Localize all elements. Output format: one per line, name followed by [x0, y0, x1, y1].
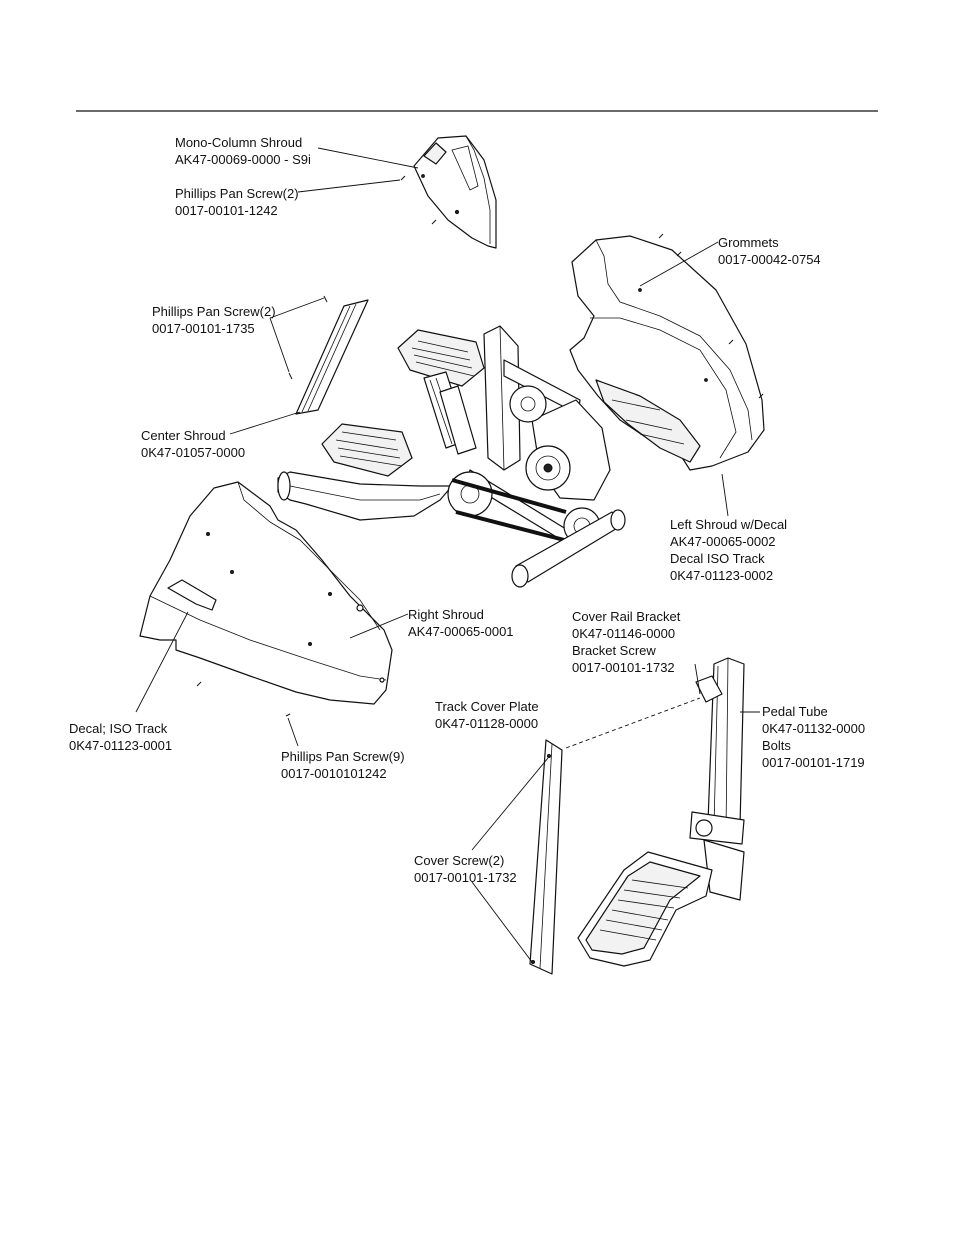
bracket-connector: [565, 697, 701, 749]
callout-part-number: 0K47-01123-0002: [670, 568, 774, 583]
callout-part-name: Decal; ISO Track: [69, 721, 168, 736]
callout-track-cover-plate: Track Cover Plate 0K47-01128-0000: [435, 698, 539, 732]
callout-phillips-pan-screw-top: Phillips Pan Screw(2) 0017-00101-1242: [175, 185, 299, 219]
callout-part-name: Phillips Pan Screw(2): [175, 186, 299, 201]
callout-part-number: 0K47-01123-0001: [69, 738, 173, 753]
callout-phillips-pan-screw-center: Phillips Pan Screw(2) 0017-00101-1735: [152, 303, 276, 337]
callout-part-name: Pedal Tube: [762, 704, 828, 719]
callout-part-number: 0017-0010101242: [281, 766, 387, 781]
callout-cover-screw: Cover Screw(2) 0017-00101-1732: [414, 852, 517, 886]
callout-part-number: 0017-00101-1732: [572, 660, 675, 675]
callout-part-name: Center Shroud: [141, 428, 226, 443]
callout-left-shroud: Left Shroud w/Decal AK47-00065-0002 Deca…: [670, 516, 787, 584]
main-frame-part: [277, 325, 626, 588]
callout-center-shroud: Center Shroud 0K47-01057-0000: [141, 427, 245, 461]
callout-part-number: 0017-00101-1242: [175, 203, 278, 218]
callout-part-name: Bracket Screw: [572, 643, 656, 658]
callout-part-number: AK47-00069-0000 - S9i: [175, 152, 311, 167]
track-cover-plate-part: [529, 739, 563, 975]
callout-part-number: AK47-00065-0001: [408, 624, 514, 639]
callout-part-name: Phillips Pan Screw(9): [281, 749, 405, 764]
pedal-tube-part: [689, 657, 745, 901]
callout-part-number: 0K47-01128-0000: [435, 716, 539, 731]
callout-mono-column-shroud: Mono-Column Shroud AK47-00069-0000 - S9i: [175, 134, 311, 168]
center-screws: [288, 295, 328, 380]
callout-part-number: 0K47-01057-0000: [141, 445, 246, 460]
mono-column-shroud-part: [413, 135, 497, 249]
bottom-screws: [196, 681, 291, 717]
callout-part-name: Cover Rail Bracket: [572, 609, 681, 624]
callout-part-name: Decal ISO Track: [670, 551, 765, 566]
callout-part-name: Phillips Pan Screw(2): [152, 304, 276, 319]
callout-cover-rail-bracket: Cover Rail Bracket 0K47-01146-0000 Brack…: [572, 608, 680, 676]
callout-part-name: Right Shroud: [408, 607, 484, 622]
center-shroud-part: [295, 299, 369, 415]
callout-part-number: 0017-00101-1732: [414, 870, 517, 885]
callout-part-name: Left Shroud w/Decal: [670, 517, 788, 532]
callout-part-number: 0K47-01146-0000: [572, 626, 676, 641]
callout-part-name: Cover Screw(2): [414, 853, 505, 868]
callout-part-number: 0K47-01132-0000: [762, 721, 866, 736]
callout-part-number: AK47-00065-0002: [670, 534, 776, 549]
pedal-part: [577, 851, 713, 967]
right-shroud-part: [139, 481, 393, 705]
callout-part-number: 0017-00042-0754: [718, 252, 821, 267]
left-shroud-part: [569, 235, 765, 471]
callout-part-name: Mono-Column Shroud: [175, 135, 303, 150]
callout-decal-iso-track: Decal; ISO Track 0K47-01123-0001: [69, 720, 172, 754]
grommet-screws: [658, 233, 764, 399]
callout-phillips-pan-screw-bottom: Phillips Pan Screw(9) 0017-0010101242: [281, 748, 405, 782]
callout-part-number: 0017-00101-1719: [762, 755, 865, 770]
callout-pedal-tube: Pedal Tube 0K47-01132-0000 Bolts 0017-00…: [762, 703, 865, 771]
callout-part-name: Bolts: [762, 738, 791, 753]
callout-part-name: Track Cover Plate: [435, 699, 539, 714]
top-screws: [400, 175, 437, 225]
callout-part-number: 0017-00101-1735: [152, 321, 255, 336]
callout-right-shroud: Right Shroud AK47-00065-0001: [408, 606, 514, 640]
callout-grommets: Grommets 0017-00042-0754: [718, 234, 821, 268]
leader-lines: [135, 147, 760, 963]
callout-part-name: Grommets: [718, 235, 779, 250]
